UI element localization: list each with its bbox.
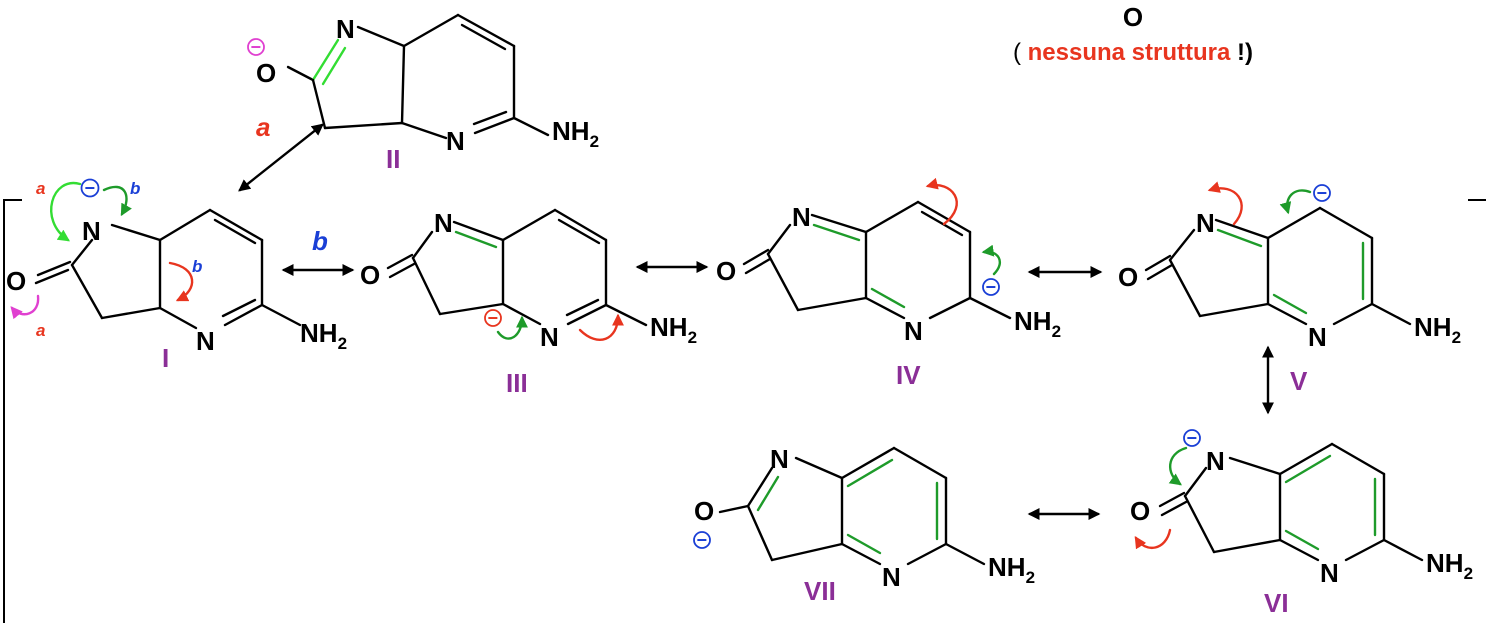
label-VI: VI <box>1264 588 1289 618</box>
charge-circle <box>484 309 502 327</box>
charge-circle <box>80 178 100 198</box>
atom-N: N <box>434 208 453 238</box>
charge-minus: − <box>1317 183 1328 203</box>
label-I: I <box>162 343 169 373</box>
atom-O: O <box>6 266 26 296</box>
note-atom-O: O <box>1123 2 1143 32</box>
label-V: V <box>1290 366 1308 396</box>
charge-minus: − <box>697 530 708 550</box>
atom-N: N <box>882 562 901 592</box>
label-II: II <box>386 144 400 174</box>
structure-IV: O N N NH2 IV − <box>716 177 1061 390</box>
arrow-a-lime <box>50 181 82 242</box>
atom-N: N <box>770 444 789 474</box>
path-label-a: a <box>36 321 45 340</box>
structure-VI: O N N NH2 VI − <box>1130 428 1473 618</box>
charge-minus: − <box>986 277 997 297</box>
atom-N: N <box>540 322 559 352</box>
atom-O: O <box>1130 496 1150 526</box>
left-bracket <box>3 199 22 623</box>
charge-circle <box>982 278 1000 296</box>
atom-N: N <box>1196 208 1215 238</box>
label-III: III <box>506 368 528 398</box>
structure-II: N O N NH2 II − <box>247 13 599 174</box>
charge-minus: − <box>85 178 96 198</box>
arrow-red <box>578 313 624 341</box>
atom-N: N <box>1308 322 1327 352</box>
atom-NH2: NH2 <box>650 312 697 347</box>
atom-NH2: NH2 <box>1014 306 1061 341</box>
path-label-b: b <box>312 226 328 256</box>
atom-N: N <box>1206 446 1225 476</box>
label-IV: IV <box>896 360 921 390</box>
arrow-b-red <box>168 261 194 302</box>
path-label-b: b <box>192 257 202 276</box>
structure-VII: N O N NH2 VII − <box>693 444 1035 606</box>
atom-O: O <box>360 260 380 290</box>
note-text: ( nessuna struttura !) <box>1013 39 1253 66</box>
arrow-red <box>1207 181 1243 226</box>
arrow-green <box>1279 189 1312 215</box>
arrow-red <box>1134 528 1172 550</box>
atom-NH2: NH2 <box>300 318 347 353</box>
charge-circle <box>1313 184 1331 202</box>
arrow-red <box>925 177 958 226</box>
atom-NH2: NH2 <box>1414 312 1461 347</box>
atom-O: O <box>256 58 276 88</box>
charge-circle <box>247 38 265 56</box>
arrow-green <box>1168 446 1188 486</box>
charge-minus: − <box>251 37 262 57</box>
structure-III: O N N NH2 III − <box>360 208 697 398</box>
atom-N: N <box>1320 558 1339 588</box>
charge-minus: − <box>488 308 499 328</box>
charge-circle <box>1183 429 1201 447</box>
atom-O: O <box>716 256 736 286</box>
atom-N: N <box>336 14 355 44</box>
note-no-structure: O ( nessuna struttura !) <box>1013 2 1253 66</box>
atom-N: N <box>446 126 465 156</box>
charge-minus: − <box>1187 428 1198 448</box>
atom-O: O <box>1118 262 1138 292</box>
arrow-green <box>496 315 528 340</box>
charge-circle <box>693 531 711 549</box>
atom-NH2: NH2 <box>552 116 599 151</box>
atom-N: N <box>82 216 101 246</box>
arrow-a-magenta <box>10 294 40 320</box>
structure-I: O N N NH2 I − a b b a <box>6 178 347 373</box>
atom-NH2: NH2 <box>988 552 1035 587</box>
atom-N: N <box>792 202 811 232</box>
atom-N: N <box>904 316 923 346</box>
arrow-b-green <box>102 185 132 217</box>
structure-V: O N N NH2 V − <box>1118 181 1461 396</box>
path-label-a: a <box>256 112 270 142</box>
arrow-green <box>981 244 1001 276</box>
atom-NH2: NH2 <box>1426 548 1473 583</box>
resonance-arrow-a <box>238 123 324 192</box>
path-label-a: a <box>36 179 45 198</box>
atom-N: N <box>196 326 215 356</box>
atom-O: O <box>694 496 714 526</box>
label-VII: VII <box>804 576 836 606</box>
path-label-b: b <box>130 179 140 198</box>
